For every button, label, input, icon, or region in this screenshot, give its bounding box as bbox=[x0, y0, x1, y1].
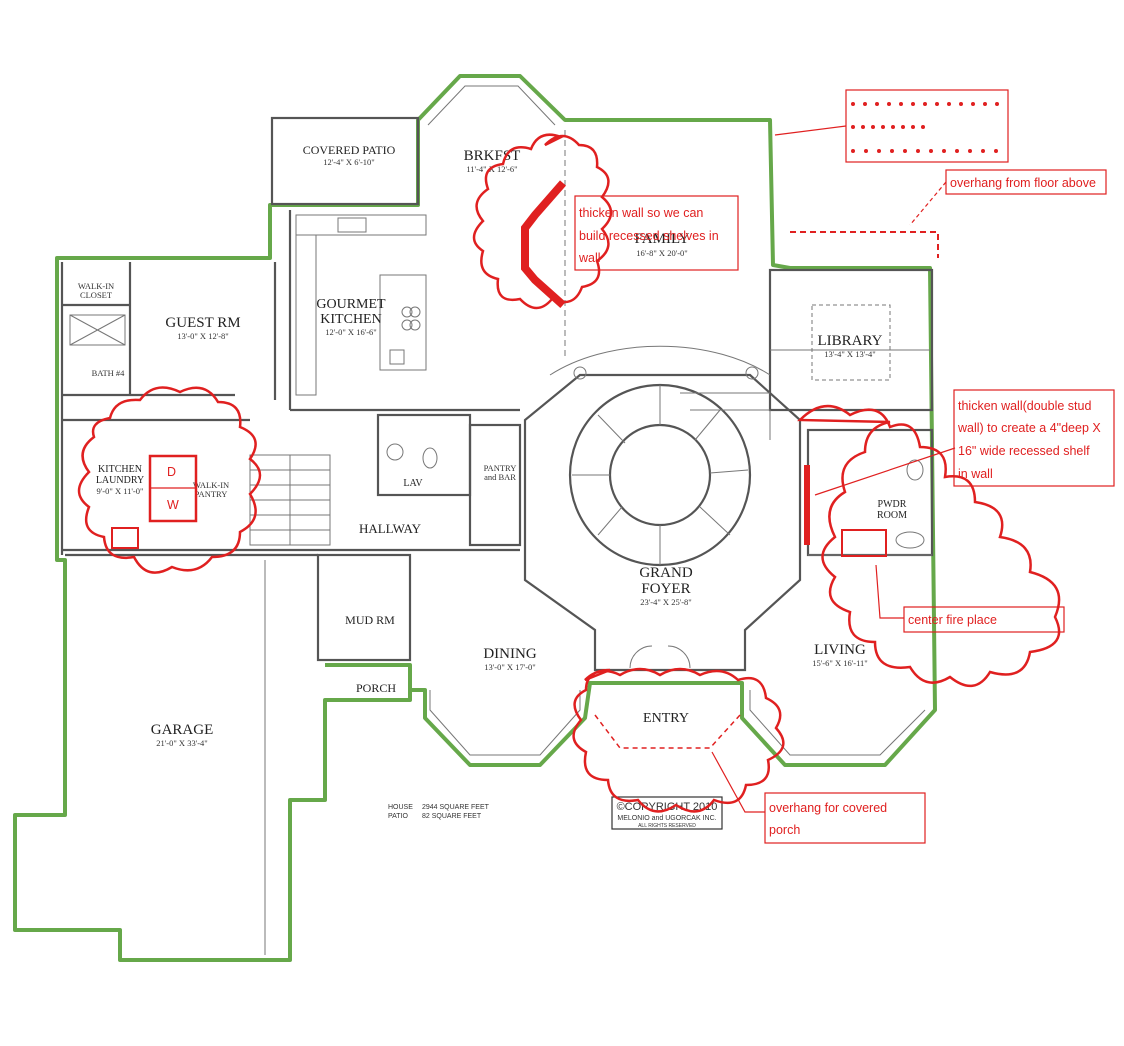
dining-bay bbox=[429, 690, 581, 756]
leader-living-shelf bbox=[814, 447, 956, 496]
label-covered-patio: COVERED PATIO bbox=[303, 143, 396, 157]
dim-living: 15'-6" X 16'-11" bbox=[812, 658, 868, 668]
label-grand: GRAND bbox=[639, 565, 693, 581]
area-house-value: 2944 SQUARE FEET bbox=[422, 804, 490, 811]
label-hallway: HALLWAY bbox=[359, 521, 422, 536]
note-overhang-floor: overhang from floor above bbox=[950, 176, 1096, 190]
note-porch-line1: overhang for covered bbox=[769, 801, 887, 815]
note-brkfst-line3: wall bbox=[578, 251, 601, 265]
dim-guest-rm: 13'-0" X 12'-8" bbox=[177, 331, 229, 341]
label-pantry-bar-1: PANTRY bbox=[484, 463, 517, 473]
dim-grand-foyer: 23'-4" X 25'-8" bbox=[640, 597, 692, 607]
dim-kitchen-laundry: 9'-0" X 11'-0" bbox=[97, 486, 144, 496]
label-walkin-pantry-1: WALK-IN bbox=[193, 480, 229, 490]
note-living-line4: in wall bbox=[958, 467, 993, 481]
note-box-brkfst bbox=[574, 195, 739, 271]
laundry-mark-d: D bbox=[167, 465, 176, 479]
laundry-mark-w: W bbox=[167, 498, 179, 512]
area-table: HOUSE 2944 SQUARE FEET PATIO 82 SQUARE F… bbox=[388, 804, 490, 820]
exterior-outline-main bbox=[13, 74, 937, 962]
copyright-line2: MELONIO and UGORCAK INC. bbox=[617, 815, 716, 822]
label-walkin-closet-1: WALK-IN bbox=[78, 281, 114, 291]
label-lav: LAV bbox=[403, 478, 423, 489]
brkfst-bay bbox=[427, 85, 556, 126]
leader-top-right bbox=[774, 125, 847, 136]
leader-porch bbox=[711, 751, 765, 813]
dim-library: 13'-4" X 13'-4" bbox=[824, 349, 876, 359]
note-box-porch bbox=[764, 792, 926, 844]
porch-outline bbox=[325, 663, 412, 700]
copyright-line3: ALL RIGHTS RESERVED bbox=[638, 823, 696, 829]
leader-fireplace bbox=[875, 564, 904, 619]
note-porch-line2: porch bbox=[769, 823, 800, 837]
fireplace-box bbox=[841, 529, 887, 557]
label-bath4: BATH #4 bbox=[92, 368, 126, 378]
label-brkfst: BRKFST bbox=[464, 148, 521, 164]
dim-family: 16'-8" X 20'-0" bbox=[636, 248, 688, 258]
note-box-living-shelf bbox=[953, 389, 1115, 487]
cloud-living bbox=[797, 405, 1061, 687]
label-pwdr: PWDR bbox=[878, 499, 907, 510]
label-mud-rm: MUD RM bbox=[345, 613, 395, 627]
label-kitchen: KITCHEN bbox=[320, 312, 381, 327]
label-walkin-pantry-2: PANTRY bbox=[195, 489, 228, 499]
note-living-line1: thicken wall(double stud bbox=[958, 399, 1091, 413]
leader-overhang-floor bbox=[909, 181, 947, 226]
area-patio-value: 82 SQUARE FEET bbox=[422, 813, 482, 820]
cloud-laundry bbox=[77, 386, 262, 574]
cloud-entry bbox=[572, 667, 785, 813]
label-library: LIBRARY bbox=[817, 333, 882, 349]
area-house-label: HOUSE bbox=[388, 804, 413, 811]
label-guest-rm: GUEST RM bbox=[165, 315, 240, 331]
dim-dining: 13'-0" X 17'-0" bbox=[484, 662, 536, 672]
dim-kitchen: 12'-0" X 16'-6" bbox=[325, 327, 377, 337]
label-living: LIVING bbox=[814, 642, 866, 658]
grand-foyer-geometry bbox=[523, 345, 802, 672]
note-living-line3: 16" wide recessed shelf bbox=[958, 444, 1090, 458]
label-kitchen-laundry-1: KITCHEN bbox=[98, 464, 142, 475]
porch-overhang-dash bbox=[594, 714, 741, 749]
label-pantry-bar-2: and BAR bbox=[484, 472, 516, 482]
label-foyer: FOYER bbox=[641, 581, 690, 597]
thickened-wall-brkfst bbox=[521, 180, 567, 308]
room-labels: COVERED PATIO 12'-4" X 6'-10" BRKFST 11'… bbox=[78, 143, 907, 748]
note-box-fireplace bbox=[903, 606, 1065, 633]
dim-garage: 21'-0" X 33'-4" bbox=[156, 738, 208, 748]
label-garage: GARAGE bbox=[151, 722, 214, 738]
note-fireplace: center fire place bbox=[908, 613, 997, 627]
area-patio-label: PATIO bbox=[388, 813, 409, 820]
red-annotations: thicken wall so we can build recessed sh… bbox=[77, 89, 1115, 844]
label-entry: ENTRY bbox=[643, 711, 689, 726]
label-family: FAMILY bbox=[635, 231, 690, 247]
note-brkfst-line1: thicken wall so we can bbox=[579, 206, 703, 220]
note-brkfst-line2: build recessed shelves in bbox=[579, 229, 719, 243]
label-dining: DINING bbox=[483, 646, 536, 662]
living-bay bbox=[749, 690, 926, 756]
dim-covered-patio: 12'-4" X 6'-10" bbox=[323, 157, 375, 167]
label-kitchen-laundry-2: LAUNDRY bbox=[96, 475, 144, 486]
overhang-floor-dash bbox=[790, 231, 939, 258]
label-porch: PORCH bbox=[356, 681, 396, 695]
label-walkin-closet-2: CLOSET bbox=[80, 290, 113, 300]
label-gourmet: GOURMET bbox=[316, 297, 386, 312]
note-living-line2: wall) to create a 4"deep X bbox=[957, 421, 1101, 435]
interior-walls bbox=[60, 116, 934, 955]
cloud-brkfst bbox=[472, 133, 613, 310]
label-pwdr-room: ROOM bbox=[877, 510, 907, 521]
laundry-corner-mark bbox=[111, 527, 139, 549]
illegible-note-dots bbox=[851, 102, 999, 153]
